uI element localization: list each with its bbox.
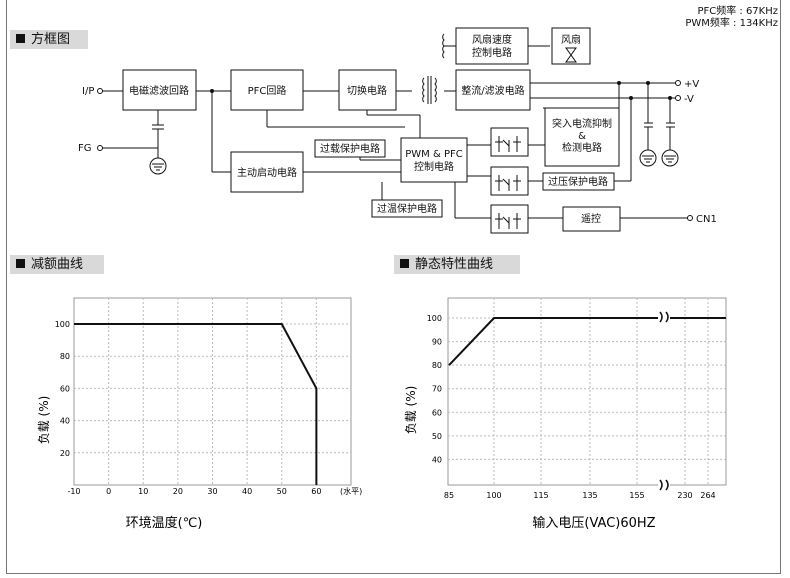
vplus-label: +V <box>684 79 699 90</box>
switching-circuit: 切换电路 <box>347 84 387 97</box>
vminus-label: -V <box>684 94 694 105</box>
pfc-circuit: PFC回路 <box>248 84 287 97</box>
page-frame <box>6 0 781 574</box>
overload-protection: 过载保护电路 <box>320 142 380 155</box>
block-diagram: I/P FG 电磁滤波回路 PFC回路 切换电路 风扇速度 控制电路 风扇 整流… <box>78 27 717 234</box>
fan-speed-control-1: 风扇速度 <box>472 33 512 46</box>
remote-control: 遥控 <box>581 212 601 225</box>
ip-label: I/P <box>82 86 94 97</box>
square-bullet-icon <box>16 259 25 268</box>
soft-start-circuit: 主动启动电路 <box>237 166 297 179</box>
fan-icon <box>565 47 577 63</box>
ovp-circuit: 过压保护电路 <box>548 175 608 188</box>
optocoupler-icon <box>495 136 521 229</box>
inrush-limit-1: 突入电流抑制 <box>552 117 612 130</box>
fg-label: FG <box>78 143 92 154</box>
rectifier-filter: 整流/滤波电路 <box>461 84 524 97</box>
otp-circuit: 过温保护电路 <box>377 202 437 215</box>
emi-filter: 电磁滤波回路 <box>129 84 189 97</box>
square-bullet-icon <box>400 259 409 268</box>
pfc-frequency: PFC频率 : 67KHz <box>697 6 778 17</box>
frequency-info: PFC频率 : 67KHz PWM频率 : 134KHz <box>685 6 778 30</box>
block-diagram-header: 方框图 <box>10 30 88 49</box>
pwm-pfc-control-2: 控制电路 <box>414 160 454 173</box>
cn1-label: CN1 <box>696 214 717 225</box>
fan-speed-control-2: 控制电路 <box>472 46 512 59</box>
static-header: 静态特性曲线 <box>394 255 520 274</box>
derating-header: 减额曲线 <box>10 255 104 274</box>
pwm-pfc-control-1: PWM & PFC <box>405 149 462 160</box>
pwm-frequency: PWM频率 : 134KHz <box>685 18 778 29</box>
inrush-limit-2: & <box>578 131 586 142</box>
ground-icon <box>149 149 679 175</box>
inrush-limit-3: 检测电路 <box>562 141 602 154</box>
square-bullet-icon <box>16 34 25 43</box>
fan-label: 风扇 <box>561 33 581 46</box>
